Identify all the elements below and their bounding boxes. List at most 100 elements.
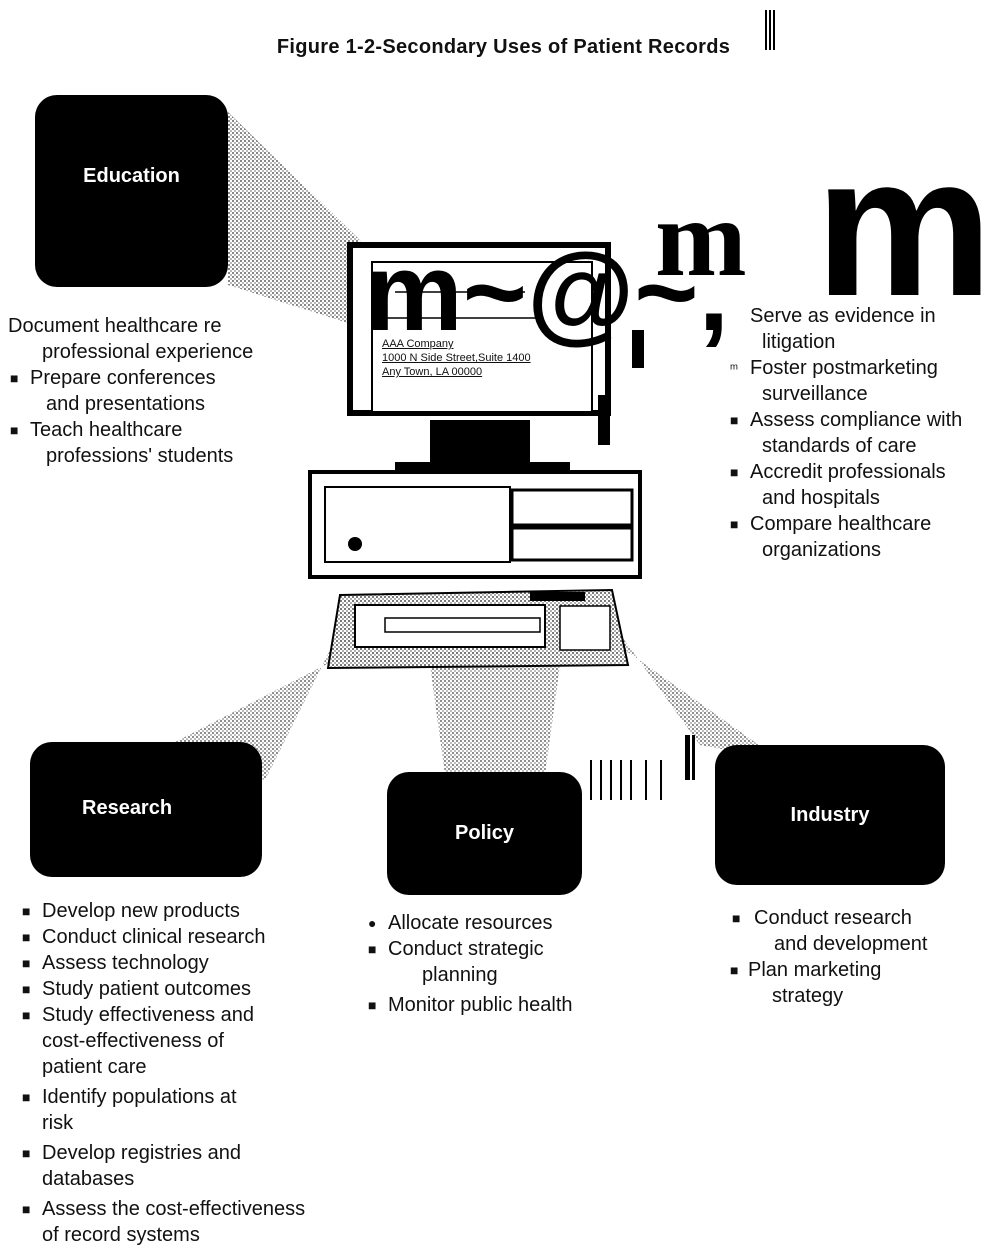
computer-icon: m~@~, — [308, 231, 729, 670]
list-item: ■ Assess technology — [20, 950, 360, 976]
list-item-text: and presentations — [46, 393, 206, 415]
list-item-text: databases — [42, 1168, 135, 1190]
list-item: ■ Plan marketing strategy — [728, 957, 998, 1009]
list-item: ■ Conduct research and development — [728, 905, 998, 957]
list-item-text: Conduct research — [754, 907, 912, 929]
list-item: ■ Assess compliance with standards of ca… — [728, 407, 1003, 459]
list-item-text: surveillance — [762, 383, 868, 405]
industry-label: Industry — [790, 803, 870, 826]
bullet-square-icon: ᵐ — [730, 360, 739, 376]
list-item-text: Allocate resources — [388, 912, 553, 934]
bullet-square-icon: ■ — [22, 955, 31, 971]
bullet-square-icon: ■ — [368, 941, 377, 957]
bullet-square-icon: ■ — [730, 962, 739, 978]
bullet-square-icon: ■ — [10, 370, 19, 386]
list-item-text: Identify populations at — [42, 1086, 237, 1108]
industry-list: ■ Conduct research and development ■ Pla… — [728, 905, 998, 1009]
screen-text: AAA Company 1000 N Side Street,Suite 140… — [382, 337, 531, 379]
bullet-square-icon: ■ — [22, 1145, 31, 1161]
policy-connector — [430, 665, 560, 775]
list-item-text: Develop new products — [42, 900, 240, 922]
education-list: Document healthcare re professional expe… — [8, 313, 328, 469]
list-item: ■ Develop new products — [20, 898, 360, 924]
list-item: ■ Conduct strategic planning — [366, 936, 646, 988]
education-label: Education — [83, 165, 180, 187]
scan-artifact: m m — [590, 10, 993, 800]
bullet-square-icon: ■ — [22, 1007, 31, 1023]
screen-text-line: AAA Company — [382, 338, 454, 350]
industry-connector — [610, 620, 780, 760]
industry-box: Industry — [715, 745, 945, 885]
list-item-text: Prepare conferences — [30, 367, 216, 389]
list-item-text: Study effectiveness and — [42, 1004, 254, 1026]
list-item-text: professions' students — [46, 445, 234, 467]
list-item: ■ Compare healthcare organizations — [728, 511, 1003, 563]
list-item-text: Compare healthcare — [750, 513, 932, 535]
list-item-text: Foster postmarketing — [750, 357, 938, 379]
research-box: Research — [30, 742, 262, 877]
list-item-text: risk — [42, 1112, 74, 1134]
bullet-square-icon: ■ — [22, 903, 31, 919]
screen-text-line: Any Town, LA 00000 — [382, 366, 483, 378]
list-item: ■ Prepare conferences and presentations — [8, 365, 328, 417]
education-connector — [228, 112, 370, 330]
list-item: ■ Develop registries and databases — [20, 1140, 360, 1192]
list-item-text: Conduct strategic — [388, 938, 544, 960]
svg-text:m: m — [815, 115, 993, 338]
list-item: ■ Teach healthcare professions' students — [8, 417, 328, 469]
bullet-square-icon: ■ — [368, 997, 377, 1013]
list-item: ■ Monitor public health — [366, 992, 646, 1018]
list-item: ■ Accredit professionals and hospitals — [728, 459, 1003, 511]
list-item: ■ Study patient outcomes — [20, 976, 360, 1002]
bullet-square-icon: ■ — [22, 1201, 31, 1217]
screen-text-line: 1000 N Side Street,Suite 1400 — [382, 352, 531, 364]
research-list: ■ Develop new products ■ Conduct clinical … — [20, 898, 360, 1248]
list-item: ᵐ Foster postmarketing surveillance — [728, 355, 1003, 407]
list-item-text: cost-effectiveness of — [42, 1030, 224, 1052]
bullet-square-icon: ■ — [732, 910, 741, 926]
bullet-square-icon: ■ — [22, 981, 31, 997]
bullet-square-icon: ■ — [22, 1089, 31, 1105]
list-item-text: and hospitals — [762, 487, 880, 509]
list-item: ■ Assess the cost-effectiveness of recor… — [20, 1196, 360, 1248]
list-item-text: patient care — [42, 1056, 147, 1078]
education-box: Education — [35, 95, 228, 287]
list-item-text: litigation — [762, 331, 836, 353]
figure-title: Figure 1-2-Secondary Uses of Patient Rec… — [276, 36, 731, 58]
list-item-text: Plan marketing — [748, 959, 882, 981]
list-item-text: Monitor public health — [388, 994, 573, 1016]
svg-text:m: m — [655, 177, 747, 299]
list-item: ■ Study effectiveness and cost-effective… — [20, 1002, 360, 1080]
bullet-square-icon: ■ — [730, 464, 739, 480]
bullet-dot-icon: ● — [368, 915, 377, 931]
list-item: ■ Conduct clinical research — [20, 924, 360, 950]
list-item-text: Teach healthcare — [30, 419, 183, 441]
legal-list: Serve as evidence in litigation ᵐ Foster… — [728, 303, 1003, 563]
list-item-text: organizations — [762, 539, 881, 561]
list-item-text: Study patient outcomes — [42, 978, 252, 1000]
policy-box: Policy — [387, 772, 582, 895]
list-item-text: Document healthcare re — [8, 315, 222, 337]
list-item-text: strategy — [772, 985, 844, 1007]
list-item-text: standards of care — [762, 435, 917, 457]
list-item-text: Develop registries and — [42, 1142, 241, 1164]
bullet-square-icon: ■ — [10, 422, 19, 438]
list-item-text: and development — [774, 933, 928, 955]
research-connector — [140, 620, 345, 780]
list-item: Document healthcare re professional expe… — [8, 313, 328, 365]
research-label: Research — [82, 797, 173, 819]
list-item-text: Accredit professionals — [750, 461, 946, 483]
policy-list: ● Allocate resources ■ Conduct strategic … — [366, 910, 646, 1018]
list-item: ● Allocate resources — [366, 910, 646, 936]
list-item-text: Serve as evidence in — [750, 305, 936, 327]
list-item-text: professional experience — [42, 341, 254, 363]
bullet-square-icon: ■ — [22, 929, 31, 945]
list-item-text: planning — [422, 964, 498, 986]
bullet-square-icon: ■ — [730, 516, 739, 532]
list-item: ■ Identify populations at risk — [20, 1084, 360, 1136]
list-item-text: of record systems — [42, 1224, 200, 1246]
policy-label: Policy — [455, 822, 514, 844]
list-item-text: Assess technology — [42, 952, 209, 974]
list-item-text: Conduct clinical research — [42, 926, 266, 948]
